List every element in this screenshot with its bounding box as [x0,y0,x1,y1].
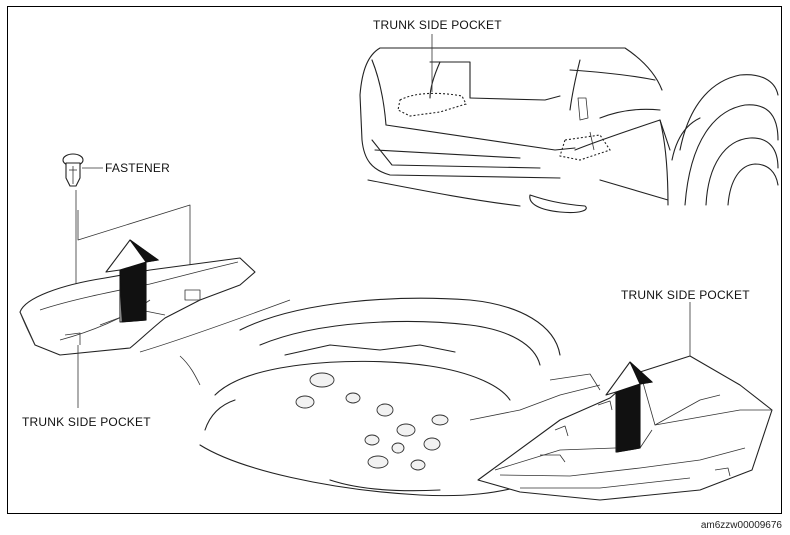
spare-tire-well [199,297,601,497]
vehicle-rear-view [359,47,779,214]
left-trunk-side-pocket [19,190,291,386]
diagram-frame [7,6,782,514]
right-pocket-label: TRUNK SIDE POCKET [621,288,750,302]
removal-arrow-left [105,239,160,323]
removal-arrow-right [605,361,654,453]
image-id: am6zzw00009676 [700,520,782,531]
left-pocket-label: TRUNK SIDE POCKET [22,415,151,429]
top-pocket-label: TRUNK SIDE POCKET [373,18,502,32]
fastener-label: FASTENER [105,161,170,175]
fastener-icon [62,153,84,187]
